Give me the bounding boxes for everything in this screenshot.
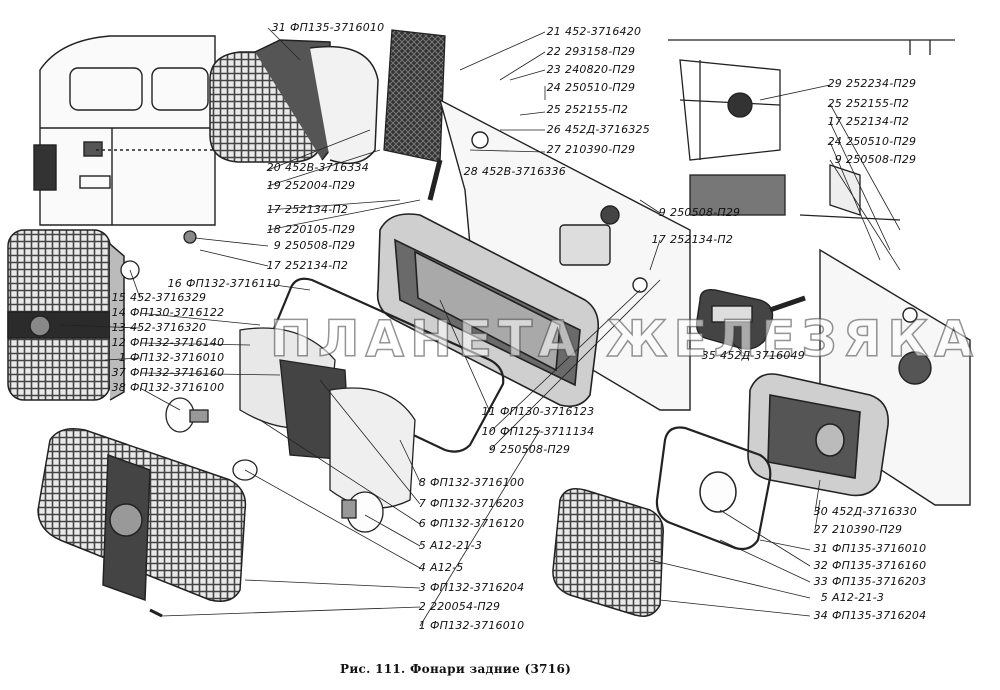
bulb-holder-plate xyxy=(239,327,416,509)
leader-lines xyxy=(59,27,901,627)
bracket-35 xyxy=(695,289,806,350)
lens-lower-right xyxy=(552,488,664,617)
gasket-and-bulb-right xyxy=(655,426,772,551)
assembled-lamp-left xyxy=(7,229,125,401)
rear-lamp-top xyxy=(209,39,379,165)
lamp-housing-center xyxy=(376,213,600,408)
lamp-housing-right xyxy=(747,373,889,497)
reflector-plate xyxy=(383,29,446,163)
figure-caption: Рис. 111. Фонари задние (3716) xyxy=(340,662,572,676)
vehicle-frame-right xyxy=(668,39,955,221)
mounting-bracket-center xyxy=(438,98,691,411)
vehicle-rear-view xyxy=(33,35,250,226)
lens-lower-left xyxy=(37,428,247,602)
